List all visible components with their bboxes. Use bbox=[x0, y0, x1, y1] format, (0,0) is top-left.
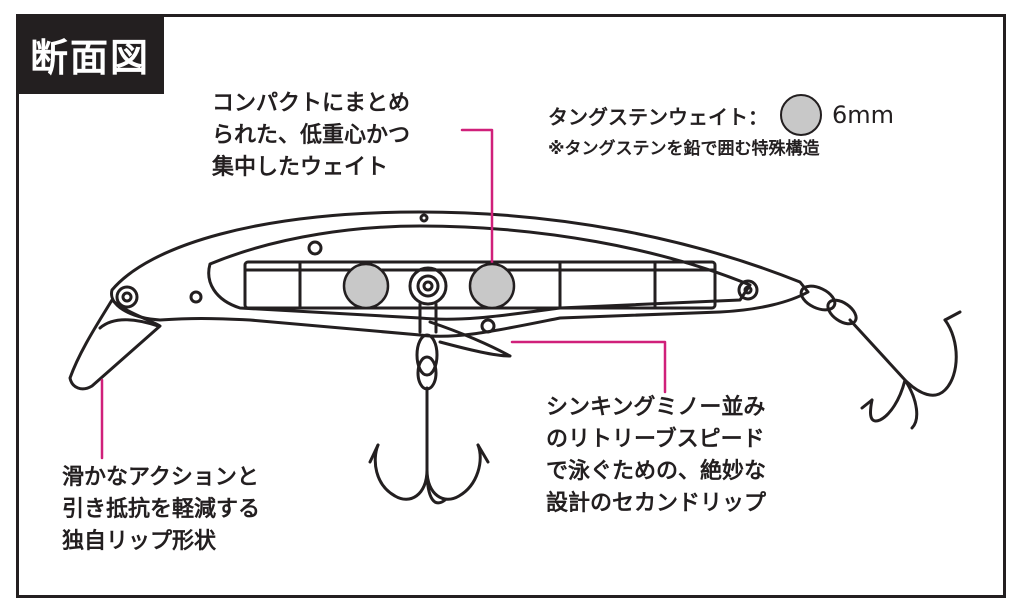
tungsten-weight-front bbox=[342, 262, 390, 310]
leader-weight bbox=[460, 128, 494, 288]
callout-lip: 滑かなアクションと 引き抵抗を軽減する 独自リップ形状 bbox=[62, 465, 261, 554]
diagram-title: 断面図 bbox=[29, 35, 150, 80]
diagram-frame bbox=[16, 14, 1006, 598]
weight-chamber bbox=[243, 260, 717, 310]
belly-hanger bbox=[408, 266, 448, 306]
lure-body-outline bbox=[110, 210, 810, 338]
front-lip bbox=[68, 298, 162, 391]
leader-lines bbox=[100, 128, 667, 460]
tungsten-ball-icon bbox=[780, 94, 822, 136]
tungsten-legend: タングステンウェイト： 6mm ※タングステンを鉛で囲む特殊構造 bbox=[548, 94, 895, 159]
tungsten-weight-rear bbox=[468, 262, 516, 310]
tungsten-label: タングステンウェイト： bbox=[548, 104, 768, 129]
belly-treble-hook bbox=[373, 386, 482, 505]
belly-split-ring bbox=[415, 333, 439, 377]
callout-second-lip: シンキングミノー並み のリトリーブスピード で泳ぐための、絶妙な 設計のセカンド… bbox=[546, 395, 767, 516]
title-badge: 断面図 bbox=[16, 14, 164, 94]
line-eye bbox=[115, 285, 139, 309]
tungsten-size: 6mm bbox=[832, 101, 895, 129]
rear-eye bbox=[737, 279, 759, 301]
tungsten-note: ※タングステンを鉛で囲む特殊構造 bbox=[548, 139, 820, 159]
tail-split-ring bbox=[799, 284, 837, 312]
callout-weight: コンパクトにまとめ られた、低重心かつ 集中したウェイト bbox=[212, 91, 411, 180]
lure-inner-cavity bbox=[207, 224, 752, 321]
leader-second-lip bbox=[510, 340, 667, 394]
tail-treble-hook bbox=[848, 318, 958, 430]
second-lip bbox=[428, 320, 512, 358]
